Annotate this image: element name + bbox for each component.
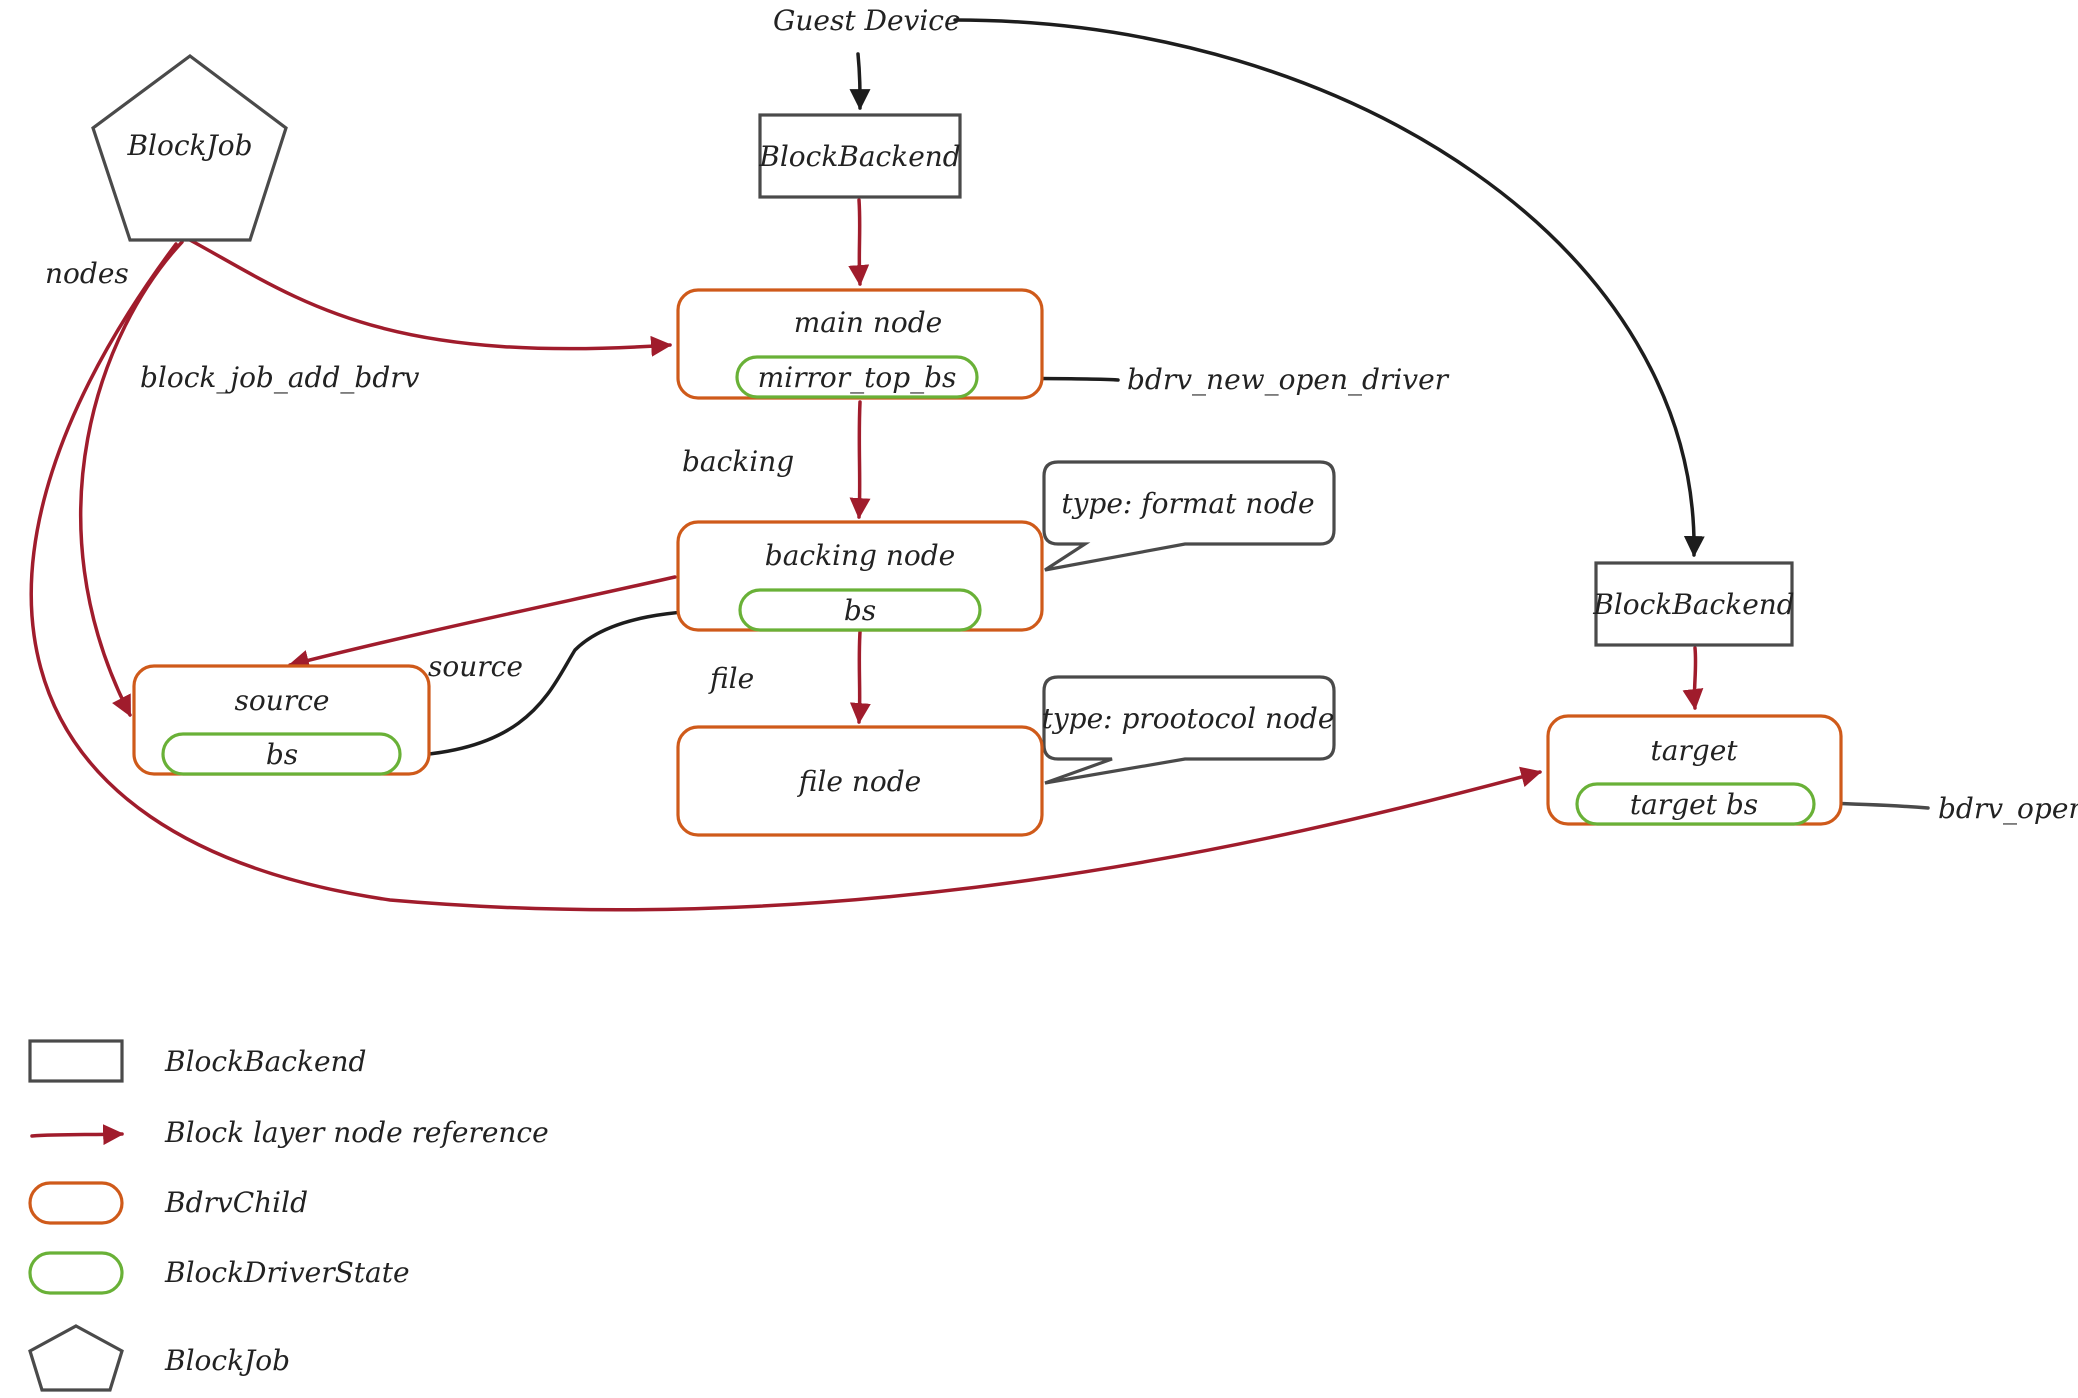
block-backend-top[interactable] <box>758 113 962 199</box>
legend-swatch-blockjob <box>28 1324 124 1392</box>
callout-format-node <box>1042 460 1336 572</box>
target-bs-label: target bs <box>1630 788 1758 821</box>
guest-device-label: Guest Device <box>773 4 961 37</box>
edge-right-backend-to-target <box>1682 646 1704 711</box>
legend-swatch-bdrv-child <box>28 1181 124 1225</box>
source-node-label: source <box>235 684 330 717</box>
backing-bs[interactable] <box>738 588 982 632</box>
type-format-node-label: type: format node <box>1061 487 1314 520</box>
source-bs-label: bs <box>266 738 298 771</box>
block-job-add-bdrv-label: block_job_add_bdrv <box>140 361 420 394</box>
blockjob-pentagon[interactable] <box>91 54 288 242</box>
file-edge-label: file <box>708 662 754 695</box>
legend-label-block-backend: BlockBackend <box>164 1045 366 1078</box>
legend-swatch-node-reference <box>30 1124 125 1146</box>
edge-backing-to-file <box>849 630 871 725</box>
legend-label-bdrv-child: BdrvChild <box>164 1186 308 1219</box>
legend-swatch-block-backend <box>28 1039 124 1083</box>
edge-guest-to-right-backend <box>953 18 1705 558</box>
mirror-top-bs-label: mirror_top_bs <box>758 361 957 394</box>
edge-job-to-main <box>188 238 673 357</box>
block-backend-top-label: BlockBackend <box>758 140 960 173</box>
block-backend-right-label: BlockBackend <box>1592 588 1794 621</box>
edge-backing-to-source <box>287 575 677 671</box>
mirror-top-bs[interactable] <box>735 355 979 399</box>
legend-label-node-reference: Block layer node reference <box>164 1116 549 1149</box>
legend-label-blockjob: BlockJob <box>164 1344 290 1377</box>
legend: BlockBackend Block layer node reference … <box>28 1039 549 1392</box>
backing-node-label: backing node <box>765 539 955 572</box>
edge-job-to-target <box>29 242 1543 912</box>
source-bs[interactable] <box>161 732 402 776</box>
nodes-label: nodes <box>45 257 129 290</box>
legend-swatch-block-driver-state <box>28 1251 124 1295</box>
edge-guest-to-backend <box>849 52 871 111</box>
legend-label-block-driver-state: BlockDriverState <box>164 1256 410 1289</box>
backing-bs-label: bs <box>844 594 876 627</box>
file-node[interactable] <box>676 725 1044 837</box>
file-node-label: file node <box>797 765 922 798</box>
target-label: target <box>1650 734 1738 767</box>
source-edge-label: source <box>428 650 523 683</box>
edge-job-to-source <box>79 240 184 717</box>
backing-label: backing <box>682 445 794 478</box>
callout-protocol-node <box>1042 675 1336 785</box>
type-protocol-node-label: type: prootocol node <box>1042 702 1335 735</box>
block-backend-right[interactable] <box>1594 561 1794 647</box>
bdrv-open-label: bdrv_open <box>1938 792 2078 825</box>
target-bs[interactable] <box>1575 782 1816 826</box>
edge-backend-to-main <box>848 198 870 287</box>
blockjob-label: BlockJob <box>126 129 252 162</box>
main-node-label: main node <box>794 306 943 339</box>
bdrv-new-open-driver-label: bdrv_new_open_driver <box>1127 363 1450 396</box>
edge-main-to-backing <box>849 400 871 520</box>
